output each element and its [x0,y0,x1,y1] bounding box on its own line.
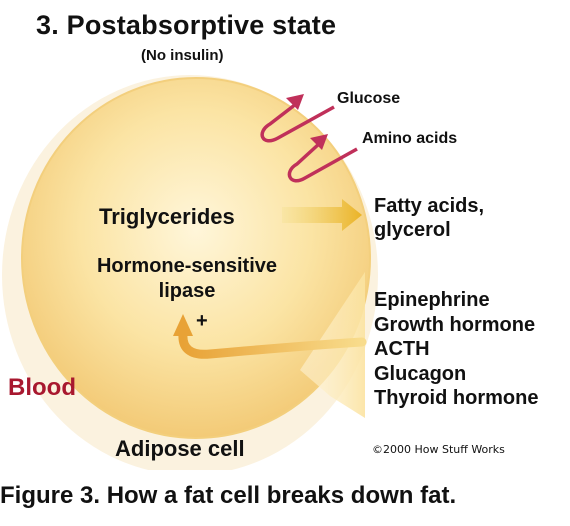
stimulus-sign: + [196,310,208,332]
amino-acids-label: Amino acids [362,130,458,147]
hormone-arrowhead [173,314,193,336]
figure-caption: Figure 3. How a fat cell breaks down fat… [0,482,457,509]
hormone-item: Thyroid hormone [374,387,539,409]
amino-acid-arrow [287,141,358,183]
diagram-graphic [2,75,378,470]
hormone-item: Epinephrine [374,289,490,311]
glucose-arrow [260,102,335,143]
triglycerides-label: Triglycerides [99,204,235,229]
fatty-acids-label: Fatty acids, glycerol [374,195,485,241]
enzyme-label: Hormone-sensitive lipase [96,255,278,302]
amino-acid-arrowhead [310,134,328,150]
hormone-item: Glucagon [374,362,467,385]
hormone-item: ACTH [374,338,430,360]
glucose-arrowhead [286,94,304,110]
hormone-arrow [178,329,367,359]
diagram-title: 3. Postabsorptive state [36,10,337,40]
fat-cell-diagram: 3. Postabsorptive state (No insulin) Glu… [2,10,538,470]
hormone-list: Epinephrine Growth hormone ACTH Glucagon… [374,288,538,411]
adipose-cell-label: Adipose cell [115,436,245,461]
diagram-subtitle: (No insulin) [141,47,224,64]
hormone-item: Growth hormone [374,313,536,336]
blood-label: Blood [8,374,76,401]
fatty-acid-arrow [282,199,362,231]
glucose-label: Glucose [337,90,401,107]
copyright-notice: ©2000 How Stuff Works [372,443,505,456]
